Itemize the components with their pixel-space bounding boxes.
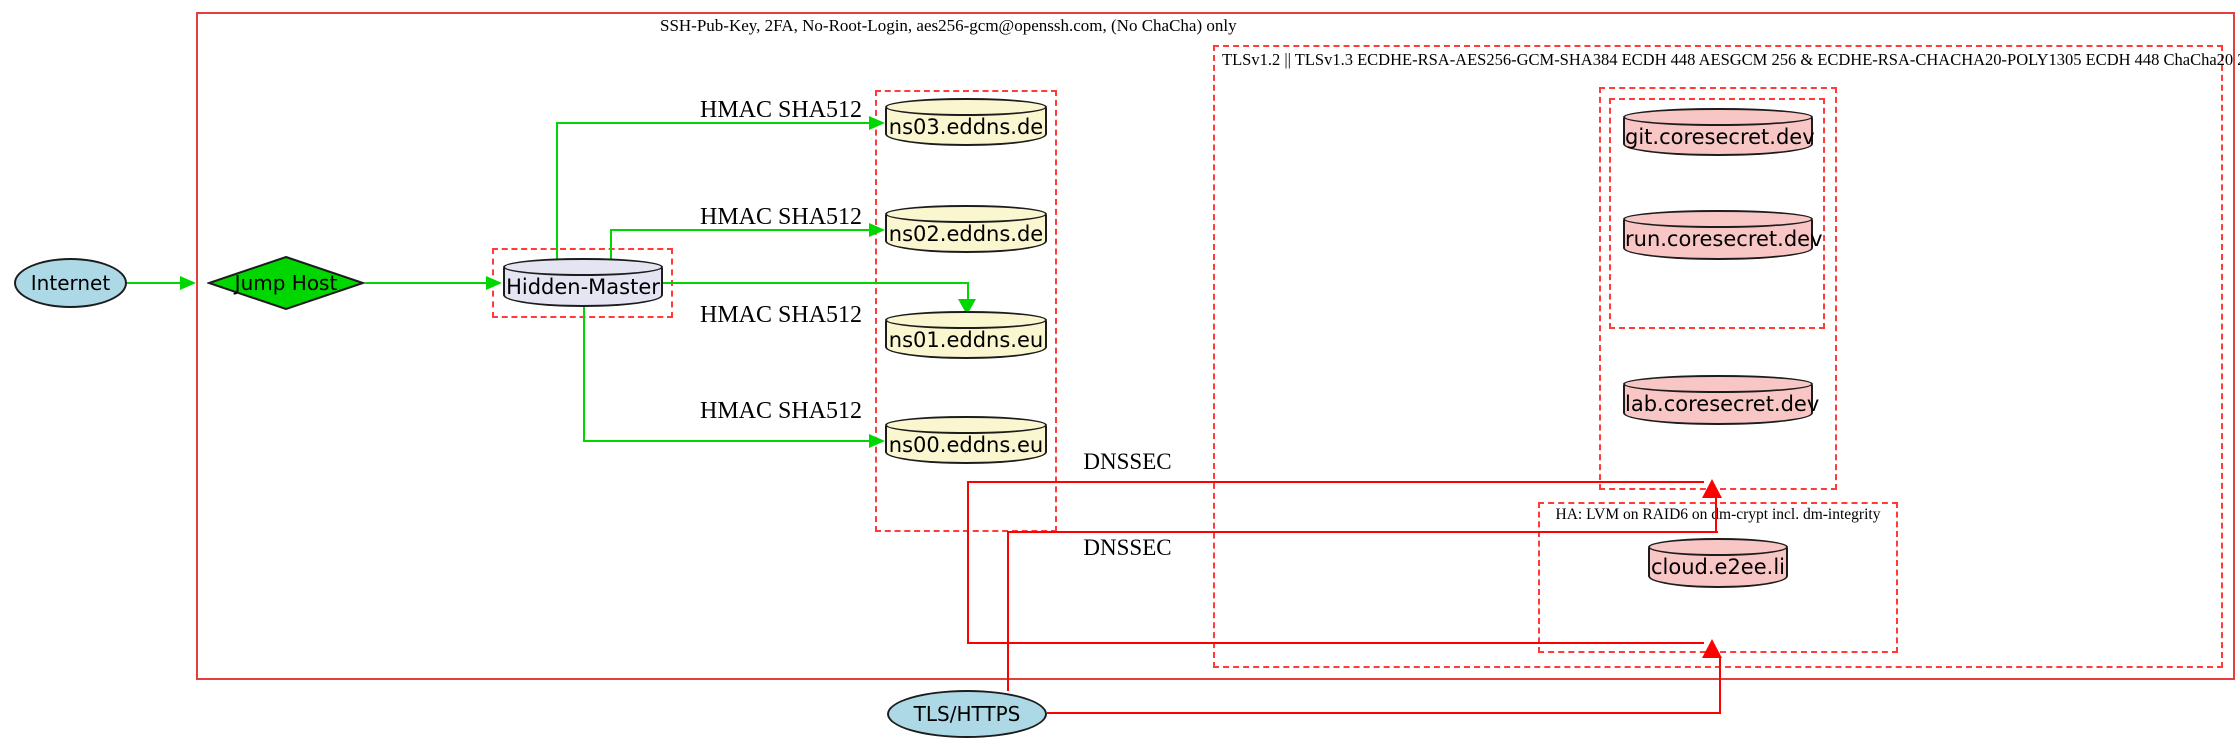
- node-ns00-label: ns00.eddns.eu: [888, 433, 1044, 457]
- node-ns02-label: ns02.eddns.de: [888, 222, 1044, 246]
- edge-hiddenmaster-ns02-h: [610, 229, 872, 231]
- edge-dnssec-v: [967, 481, 969, 644]
- cluster-coresecret-inner: [1609, 98, 1825, 329]
- node-hidden-master: Hidden-Master: [503, 258, 663, 307]
- arrowhead-ns00: [869, 434, 885, 448]
- cluster-eddns: [875, 90, 1057, 532]
- edge-internet-jumphost: [127, 282, 182, 284]
- node-internet-label: Internet: [30, 271, 111, 295]
- edge-tlshttps-ha-h: [1047, 712, 1721, 714]
- edge-hiddenmaster-ns00-v: [583, 307, 585, 442]
- edge-dnssec-lower-h: [967, 642, 1704, 644]
- node-git: git.coresecret.dev: [1623, 108, 1815, 156]
- cylinder-lid: [503, 258, 663, 276]
- edge-label-dnssec-1: DNSSEC: [1083, 449, 1172, 474]
- cylinder-lid: [885, 205, 1047, 223]
- edge-tlshttps-coresecret-v: [1007, 531, 1009, 691]
- node-jump-host-label: Jump Host: [234, 271, 338, 295]
- edge-hiddenmaster-ns03-h: [556, 122, 872, 124]
- edge-tlshttps-coresecret-up: [1715, 497, 1717, 533]
- arrowhead-ns02: [869, 223, 885, 237]
- edge-hiddenmaster-ns00-h: [583, 440, 872, 442]
- edge-hiddenmaster-ns01-h: [663, 282, 969, 284]
- edge-label-hmac-ns00: HMAC SHA512: [700, 398, 863, 424]
- arrowhead-ns03: [869, 116, 885, 130]
- edge-label-hmac-ns03: HMAC SHA512: [700, 97, 863, 123]
- edge-hiddenmaster-ns02-v: [610, 230, 612, 268]
- cylinder-lid: [885, 416, 1047, 434]
- cylinder-lid: [1648, 538, 1788, 556]
- node-run: run.coresecret.dev: [1623, 210, 1823, 260]
- node-ns01-label: ns01.eddns.eu: [888, 328, 1044, 352]
- arrowhead-coresecret-cluster: [1702, 479, 1722, 498]
- cylinder-lid: [885, 311, 1047, 329]
- node-internet: Internet: [14, 258, 127, 308]
- node-ns03: ns03.eddns.de: [885, 98, 1047, 146]
- edge-hiddenmaster-ns03-v: [556, 123, 558, 268]
- cluster-ssh: [196, 12, 2235, 680]
- node-ns03-label: ns03.eddns.de: [888, 115, 1044, 139]
- node-tls-https-label: TLS/HTTPS: [913, 702, 1021, 726]
- arrowhead-internet-jumphost: [180, 276, 196, 290]
- edge-dnssec-upper-h: [967, 481, 1704, 483]
- node-tls-https: TLS/HTTPS: [887, 690, 1047, 738]
- cylinder-lid: [1623, 210, 1813, 228]
- node-cloud: cloud.e2ee.li: [1648, 538, 1788, 588]
- cluster-tls: [1213, 45, 2223, 668]
- node-ns00: ns00.eddns.eu: [885, 416, 1047, 464]
- cluster-ha-label: HA: LVM on RAID6 on dm-crypt incl. dm-in…: [1555, 506, 1881, 523]
- diamond-shape: [207, 256, 365, 310]
- cylinder-lid: [1623, 108, 1813, 126]
- cylinder-lid: [1623, 375, 1813, 393]
- arrowhead-ha-cluster: [1702, 639, 1722, 658]
- node-run-label: run.coresecret.dev: [1625, 227, 1823, 251]
- node-lab: lab.coresecret.dev: [1623, 375, 1820, 425]
- node-cloud-label: cloud.e2ee.li: [1650, 555, 1785, 579]
- cluster-tls-label: TLSv1.2 || TLSv1.3 ECDHE-RSA-AES256-GCM-…: [1222, 50, 2240, 69]
- node-ns01: ns01.eddns.eu: [885, 311, 1047, 359]
- node-lab-label: lab.coresecret.dev: [1625, 392, 1820, 416]
- arrowhead-jumphost-hiddenmaster: [486, 276, 502, 290]
- edge-label-dnssec-2: DNSSEC: [1083, 535, 1172, 560]
- edge-label-hmac-ns02: HMAC SHA512: [700, 204, 863, 230]
- edge-tlshttps-coresecret-h: [1007, 531, 1718, 533]
- cluster-ssh-label: SSH-Pub-Key, 2FA, No-Root-Login, aes256-…: [660, 16, 1237, 35]
- edge-jumphost-hiddenmaster: [365, 282, 488, 284]
- node-hidden-master-label: Hidden-Master: [506, 275, 660, 299]
- node-ns02: ns02.eddns.de: [885, 205, 1047, 253]
- node-jump-host: Jump Host: [207, 256, 365, 310]
- node-git-label: git.coresecret.dev: [1625, 125, 1815, 149]
- cylinder-lid: [885, 98, 1047, 116]
- edge-tlshttps-ha-up: [1719, 658, 1721, 714]
- edge-label-hmac-ns01: HMAC SHA512: [700, 302, 863, 328]
- edge-hiddenmaster-ns01-v: [967, 282, 969, 299]
